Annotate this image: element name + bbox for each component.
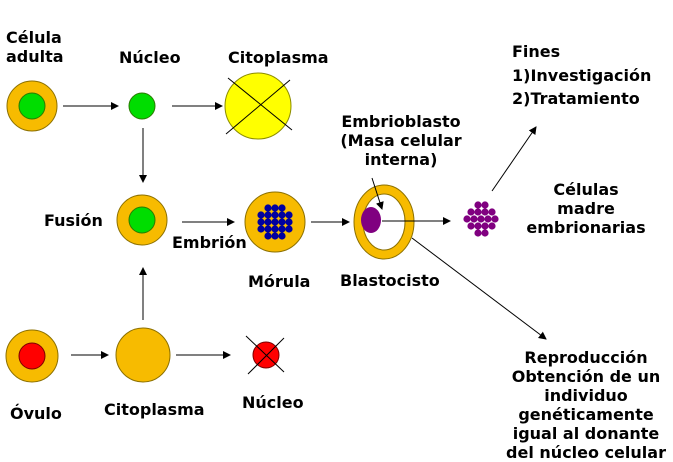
fines-2-number: 2)	[512, 89, 531, 108]
arrow-stem-to-fines	[491, 126, 537, 192]
morula-cell	[271, 218, 279, 226]
morula-cell	[264, 204, 272, 212]
label-fines: Fines	[512, 42, 561, 61]
label-celulas-madre: Células madre embrionarias	[526, 180, 646, 237]
label-citoplasma-top: Citoplasma	[228, 48, 329, 67]
morula	[244, 191, 306, 253]
morula-cell	[271, 225, 279, 233]
stem-cell	[488, 208, 496, 216]
morula-cell	[264, 211, 272, 219]
stem-cell	[481, 208, 489, 216]
arrow-label-to-embryoblast	[371, 177, 384, 210]
stem-cell	[477, 215, 485, 223]
morula-cell	[278, 211, 286, 219]
morula-cell	[278, 204, 286, 212]
stem-cell	[481, 201, 489, 209]
stem-cell	[463, 215, 471, 223]
ovum	[5, 329, 59, 383]
blastocyst	[353, 184, 415, 260]
label-morula: Mórula	[248, 272, 311, 291]
label-embrion: Embrión	[172, 233, 247, 252]
fines-2-text: Tratamiento	[530, 89, 640, 108]
morula-cell	[271, 232, 279, 240]
label-nucleo-top: Núcleo	[119, 48, 181, 67]
stem-cell	[467, 208, 475, 216]
label-ovulo: Óvulo	[10, 404, 62, 423]
morula-cell	[278, 232, 286, 240]
stem-cell	[481, 222, 489, 230]
fines-1-number: 1)	[512, 66, 531, 85]
fines-1-text: Investigación	[530, 66, 652, 85]
morula-cell	[278, 225, 286, 233]
morula-cell	[285, 218, 293, 226]
stem-cell	[474, 208, 482, 216]
stem-cell	[467, 222, 475, 230]
embryoblast	[361, 207, 381, 233]
stem-cell	[491, 215, 499, 223]
morula-cell	[257, 211, 265, 219]
morula-cell	[285, 211, 293, 219]
label-fusion: Fusión	[44, 211, 103, 230]
stem-cells	[463, 201, 499, 237]
morula-cell	[257, 218, 265, 226]
adult-cell	[6, 80, 58, 132]
stem-cell	[484, 215, 492, 223]
fusion-cell	[116, 194, 168, 246]
arrows	[63, 102, 547, 359]
stem-cell	[474, 229, 482, 237]
stem-cell	[474, 201, 482, 209]
discarded-cytoplasm-top	[224, 72, 293, 140]
label-nucleo-bottom: Núcleo	[242, 393, 304, 412]
label-reproduccion: Reproducción Obtención de un individuo g…	[506, 348, 666, 462]
label-fines-1: 1)Investigación	[512, 66, 651, 85]
morula-cell	[278, 218, 286, 226]
label-celula-adulta: Célula adulta	[6, 28, 64, 66]
morula-cell	[264, 218, 272, 226]
morula-cell	[264, 232, 272, 240]
arrow-blastocyst-to-reproduction	[411, 237, 547, 340]
label-embrioblasto: Embrioblasto (Masa celular interna)	[340, 112, 462, 169]
label-citoplasma-bottom: Citoplasma	[104, 400, 205, 419]
morula-cell	[264, 225, 272, 233]
stem-cell	[470, 215, 478, 223]
morula-cell	[271, 204, 279, 212]
discarded-nucleus-bottom	[245, 335, 285, 375]
stem-cell	[481, 229, 489, 237]
stem-cell	[474, 222, 482, 230]
label-blastocisto: Blastocisto	[340, 271, 440, 290]
morula-cell	[257, 225, 265, 233]
ovum-cytoplasm	[115, 327, 171, 383]
nucleus-top	[128, 92, 156, 120]
morula-cell	[285, 225, 293, 233]
label-fines-2: 2)Tratamiento	[512, 89, 640, 108]
morula-cell	[271, 211, 279, 219]
stem-cell	[488, 222, 496, 230]
